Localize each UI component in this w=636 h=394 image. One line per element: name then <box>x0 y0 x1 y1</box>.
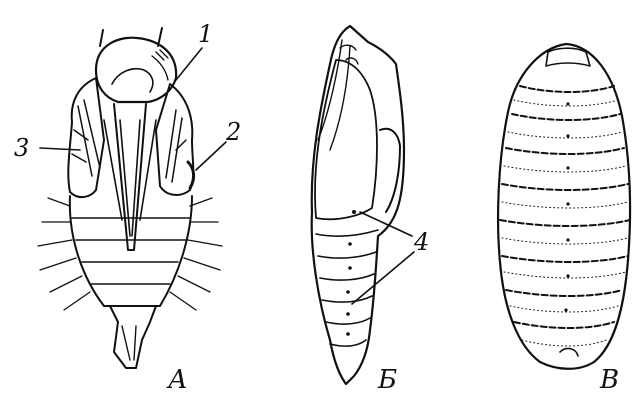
callout-2: 2 <box>225 118 241 146</box>
abdomen-bristles <box>38 198 222 310</box>
head-inner <box>112 69 153 92</box>
right-leg-lines <box>166 110 186 182</box>
leader-1 <box>176 48 202 80</box>
figure-v-puparium <box>498 44 630 369</box>
leader-3 <box>40 148 80 150</box>
figure-a-exarate-pupa <box>38 28 226 368</box>
callout-1: 1 <box>198 20 213 48</box>
callout-4: 4 <box>413 228 429 256</box>
figure-letter-a: А <box>166 365 188 394</box>
spiracles-b <box>346 210 356 336</box>
posterior-spiracle <box>560 349 578 356</box>
puparium-segments <box>500 86 630 328</box>
figure-letter-b: Б <box>377 365 397 394</box>
left-appendages <box>68 78 104 197</box>
puparium-spiracles <box>564 102 569 311</box>
tail <box>110 306 156 368</box>
right-appendages <box>156 84 193 195</box>
callout-3: 3 <box>14 134 29 162</box>
anterior-cap <box>546 48 590 66</box>
left-leg-lines <box>72 100 100 176</box>
tail-lines <box>122 326 136 360</box>
figure-b-obtect-pupa <box>312 26 414 384</box>
leader-4 <box>352 212 414 304</box>
thorax-b <box>380 129 400 212</box>
leader-2 <box>196 142 226 170</box>
abdomen-b-segments <box>316 230 378 346</box>
figure-letter-v: В <box>599 365 619 394</box>
eye-hatching <box>152 50 168 80</box>
